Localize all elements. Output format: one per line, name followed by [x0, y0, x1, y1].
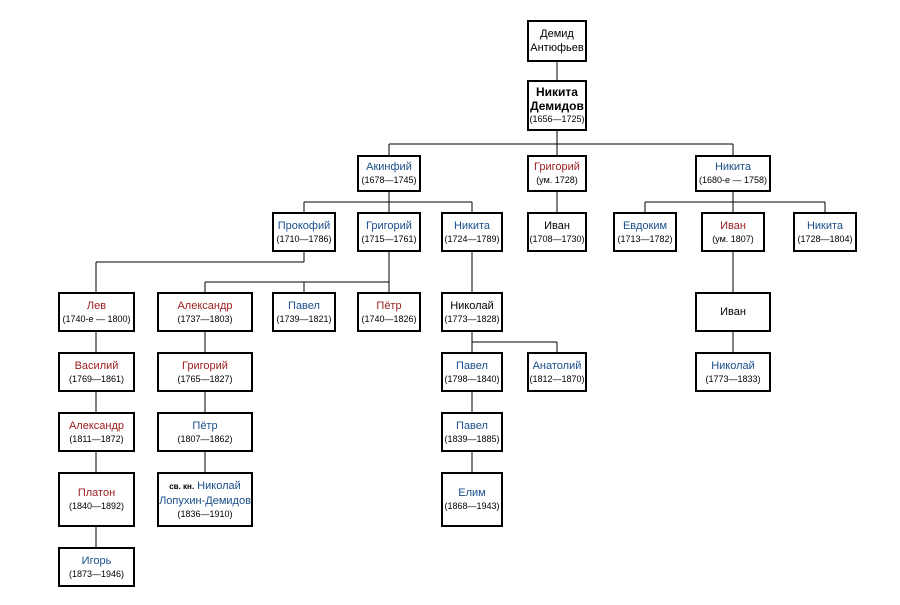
node-grigoriy-2: Григорий (1715—1761) — [357, 212, 421, 252]
node-dates: (1868—1943) — [444, 501, 500, 511]
node-name: Елим — [458, 487, 486, 499]
node-dates: (1724—1789) — [444, 233, 500, 244]
node-name: Василий — [74, 359, 119, 372]
node-dates: (ум. 1807) — [712, 233, 754, 244]
node-nikita-2: Никита (1724—1789) — [441, 212, 503, 252]
node-nikita-3: Никита (1728—1804) — [793, 212, 857, 252]
node-ivan-1: Иван (1708—1730) — [527, 212, 587, 252]
node-dates: (1740-е — 1800) — [62, 313, 131, 324]
node-grigoriy-1: Григорий (ум. 1728) — [527, 155, 587, 192]
node-anatoliy: Анатолий (1812—1870) — [527, 352, 587, 392]
node-dates: (1656—1725) — [529, 114, 585, 124]
node-name: Николай — [450, 299, 494, 312]
node-name: Николай — [711, 359, 755, 372]
node-pavel-1: Павел (1739—1821) — [272, 292, 336, 332]
node-dates: (1769—1861) — [68, 373, 125, 384]
node-name: Иван — [720, 219, 746, 232]
node-ivan-3: Иван — [695, 292, 771, 332]
node-lev: Лев (1740-е — 1800) — [58, 292, 135, 332]
node-dates: (1740—1826) — [361, 313, 417, 324]
node-name: Никита — [536, 85, 578, 99]
node-name: Иван — [720, 306, 746, 318]
node-vasiliy: Василий (1769—1861) — [58, 352, 135, 392]
node-name: Николай — [197, 479, 241, 492]
node-aleksandr-1: Александр (1737—1803) — [157, 292, 253, 332]
node-dates: (1713—1782) — [617, 233, 673, 244]
node-platon: Платон (1840—1892) — [58, 472, 135, 527]
node-dates: (1678—1745) — [361, 175, 417, 185]
node-dates: (1798—1840) — [444, 373, 500, 384]
node-dates: (1739—1821) — [276, 313, 332, 324]
node-petr-2: Пётр (1807—1862) — [157, 412, 253, 452]
node-name: Евдоким — [622, 219, 668, 232]
node-name: Анатолий — [532, 359, 582, 372]
node-name: Александр — [68, 419, 125, 432]
node-prokofiy: Прокофий (1710—1786) — [272, 212, 336, 252]
node-demid-antyufev: Демид Антюфьев — [527, 20, 587, 62]
node-surname: Демидов — [530, 99, 584, 113]
node-dates: (1811—1872) — [69, 433, 124, 444]
node-name: Иван — [544, 219, 570, 232]
node-grigoriy-3: Григорий (1765—1827) — [157, 352, 253, 392]
node-dates: (1840—1892) — [68, 501, 125, 511]
node-dates: (1737—1803) — [177, 313, 233, 324]
node-dates: (1873—1946) — [68, 568, 125, 579]
node-nikita-1: Никита (1680-е — 1758) — [695, 155, 771, 192]
node-dates: (1773—1828) — [444, 313, 500, 324]
node-dates: (1765—1827) — [177, 373, 233, 384]
node-dates: (ум. 1728) — [536, 175, 578, 185]
node-dates: (1680-е — 1758) — [698, 175, 768, 185]
node-dates: (1715—1761) — [361, 233, 417, 244]
node-ivan-2: Иван (ум. 1807) — [701, 212, 765, 252]
node-aleksandr-2: Александр (1811—1872) — [58, 412, 135, 452]
node-igor: Игорь (1873—1946) — [58, 547, 135, 587]
node-name-line: св. кн. Николай — [169, 479, 241, 494]
node-dates: (1807—1862) — [177, 433, 233, 444]
node-name: Григорий — [534, 161, 580, 173]
node-dates: (1812—1870) — [529, 373, 585, 384]
node-dates: (1728—1804) — [797, 233, 853, 244]
node-pavel-3: Павел (1839—1885) — [441, 412, 503, 452]
node-name: Павел — [456, 359, 488, 372]
node-surname: Лопухин-Демидов — [159, 494, 251, 507]
node-name: Павел — [288, 299, 320, 312]
node-name: Григорий — [182, 359, 228, 372]
node-name: Александр — [177, 299, 233, 312]
node-pavel-2: Павел (1798—1840) — [441, 352, 503, 392]
node-akinfiy: Акинфий (1678—1745) — [357, 155, 421, 192]
node-name: Прокофий — [277, 219, 331, 232]
node-petr-1: Пётр (1740—1826) — [357, 292, 421, 332]
node-name: Никита — [453, 219, 491, 232]
node-dates: (1836—1910) — [177, 508, 233, 519]
node-nikolay-1: Николай (1773—1828) — [441, 292, 503, 332]
node-evdokim: Евдоким (1713—1782) — [613, 212, 677, 252]
node-name: Демид — [540, 28, 574, 40]
node-name: Павел — [456, 419, 488, 432]
node-name: Игорь — [81, 554, 112, 567]
node-elim: Елим (1868—1943) — [441, 472, 503, 527]
node-title-prefix: св. кн. — [169, 481, 195, 491]
node-name: Пётр — [376, 299, 402, 312]
node-dates: (1708—1730) — [529, 233, 585, 244]
node-name: Никита — [806, 219, 844, 232]
node-nikolay-lopukhin-demidov: св. кн. Николай Лопухин-Демидов (1836—19… — [157, 472, 253, 527]
node-name: Лев — [86, 299, 107, 312]
node-surname: Антюфьев — [530, 42, 584, 54]
node-name: Пётр — [192, 419, 218, 432]
node-nikita-demidov: Никита Демидов (1656—1725) — [527, 80, 587, 131]
node-name: Акинфий — [366, 161, 412, 173]
node-dates: (1710—1786) — [276, 233, 332, 244]
node-nikolay-2: Николай (1773—1833) — [695, 352, 771, 392]
node-dates: (1839—1885) — [444, 433, 500, 444]
node-name: Никита — [714, 161, 752, 173]
node-name: Григорий — [366, 219, 412, 232]
node-dates: (1773—1833) — [705, 373, 761, 384]
node-name: Платон — [77, 487, 116, 499]
